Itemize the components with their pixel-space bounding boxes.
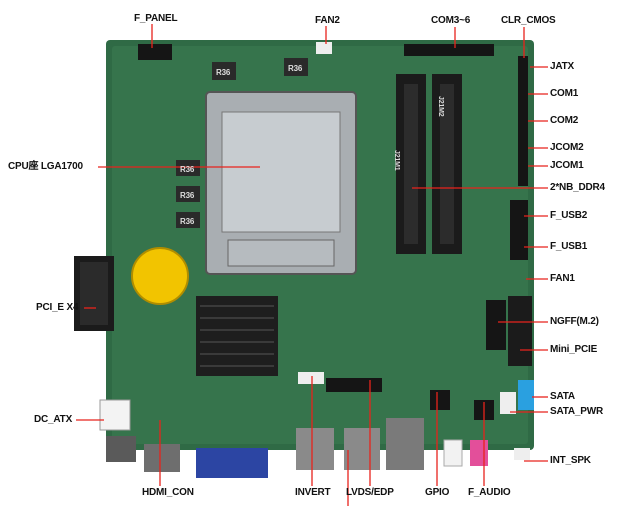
label-sata: SATA bbox=[550, 391, 575, 402]
gpio-header bbox=[430, 390, 450, 410]
label-fan2: FAN2 bbox=[315, 15, 340, 26]
leader-lines bbox=[76, 24, 548, 506]
label-dc-atx: DC_ATX bbox=[34, 414, 73, 425]
audio-jack-white bbox=[443, 439, 463, 467]
heatsink-fins bbox=[200, 305, 274, 367]
ngff-slot bbox=[486, 300, 506, 350]
usb-stack-2 bbox=[344, 428, 380, 470]
silk-dimm-a: J21M1 bbox=[393, 150, 400, 171]
label-clr-cmos: CLR_CMOS bbox=[501, 15, 556, 26]
silk-r36-e: R36 bbox=[180, 217, 195, 226]
label-fan1: FAN1 bbox=[550, 273, 575, 284]
label-invert: INVERT bbox=[295, 487, 331, 498]
f-panel-header bbox=[138, 44, 172, 60]
label-gpio: GPIO bbox=[425, 487, 450, 498]
label-nb-ddr4: 2*NB_DDR4 bbox=[550, 182, 605, 193]
label-pcie-x4: PCI_E X4 bbox=[36, 302, 79, 313]
dimm-slot-a-inner bbox=[404, 84, 418, 244]
label-jcom2: JCOM2 bbox=[550, 142, 584, 153]
choke-5 bbox=[176, 212, 200, 228]
label-f-panel: F_PANEL bbox=[134, 13, 178, 24]
cpu-socket-plate bbox=[221, 111, 341, 233]
choke-4 bbox=[176, 186, 200, 202]
cpu-socket-lever bbox=[227, 239, 335, 267]
choke-3 bbox=[176, 160, 200, 176]
sata-power bbox=[500, 392, 516, 414]
usb-stack-1 bbox=[296, 428, 334, 470]
dc-atx-connector bbox=[99, 399, 131, 431]
silk-r36-d: R36 bbox=[180, 191, 195, 200]
lan-port bbox=[386, 418, 424, 470]
dc-jack bbox=[106, 436, 136, 462]
label-jatx: JATX bbox=[550, 61, 575, 72]
label-sata-pwr: SATA_PWR bbox=[550, 406, 604, 417]
label-lvds-edp: LVDS/EDP bbox=[346, 487, 394, 498]
fan2-header bbox=[316, 42, 332, 54]
invert-header bbox=[298, 372, 324, 384]
vga-port bbox=[196, 448, 268, 478]
silk-r36-c: R36 bbox=[180, 165, 195, 174]
usb-headers bbox=[510, 200, 528, 260]
label-com1: COM1 bbox=[550, 88, 579, 99]
right-headers bbox=[518, 56, 528, 186]
mini-pcie-slot bbox=[508, 296, 532, 366]
choke-1 bbox=[212, 62, 236, 80]
audio-jack-pink bbox=[470, 440, 488, 466]
label-com2: COM2 bbox=[550, 115, 579, 126]
label-hdmi-con: HDMI_CON bbox=[142, 487, 194, 498]
label-ngff: NGFF(M.2) bbox=[550, 316, 599, 327]
sata-port bbox=[518, 380, 534, 410]
choke-2 bbox=[284, 58, 308, 76]
label-f-usb1: F_USB1 bbox=[550, 241, 588, 252]
pcie-x4-slot-inner bbox=[80, 262, 108, 325]
label-int-spk: INT_SPK bbox=[550, 455, 591, 466]
label-f-audio: F_AUDIO bbox=[468, 487, 511, 498]
label-mini-pcie: Mini_PCIE bbox=[550, 344, 598, 355]
silk-dimm-b: J21M2 bbox=[437, 96, 444, 117]
cmos-battery bbox=[131, 247, 189, 305]
chipset-heatsink bbox=[196, 296, 278, 376]
silk-r36-b: R36 bbox=[288, 64, 303, 73]
silk-r36-a: R36 bbox=[216, 68, 231, 77]
label-com3-6: COM3~6 bbox=[431, 15, 471, 26]
int-spk-header bbox=[514, 448, 530, 460]
dimm-slot-b-inner bbox=[440, 84, 454, 244]
label-cpu-socket: CPU座 LGA1700 bbox=[8, 161, 83, 172]
label-f-usb2: F_USB2 bbox=[550, 210, 588, 221]
lvds-edp-header bbox=[326, 378, 382, 392]
hdmi-port bbox=[144, 444, 180, 472]
label-jcom1: JCOM1 bbox=[550, 160, 584, 171]
com3-6-header bbox=[404, 44, 494, 56]
